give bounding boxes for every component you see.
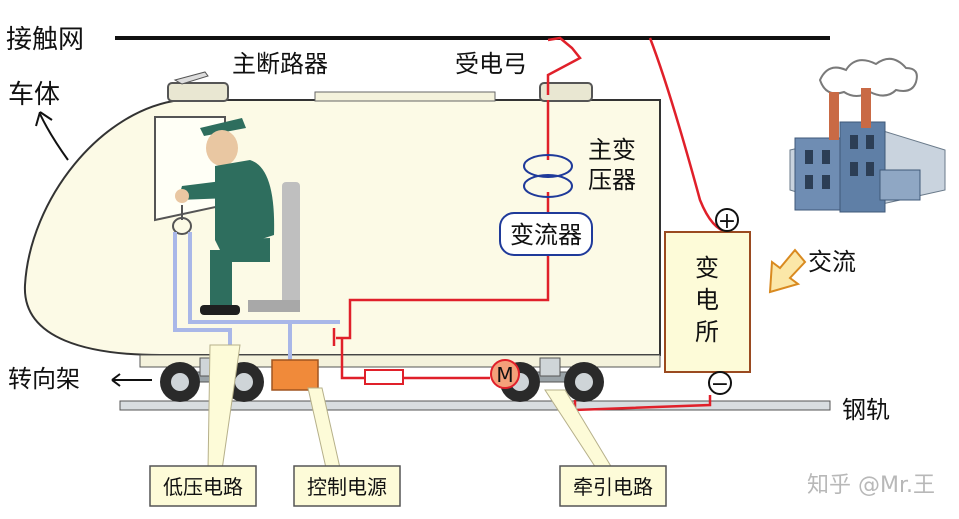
factory-icon (789, 57, 946, 213)
control-power-callout (293, 465, 401, 507)
traction-circuit-label: 牵引电路 (573, 475, 653, 499)
main-breaker (167, 82, 229, 102)
main-transformer-label-1: 主变 (588, 136, 636, 164)
traction-circuit-callout (559, 465, 667, 507)
bogie-label: 转向架 (8, 365, 80, 393)
substation-label-3: 所 (695, 318, 719, 346)
low-voltage-label: 低压电路 (163, 475, 243, 499)
converter-box (499, 212, 593, 256)
pantograph-base (539, 82, 593, 102)
main-transformer-coil-top (523, 154, 573, 178)
substation-box (664, 231, 751, 373)
converter-label: 变流器 (510, 221, 582, 249)
control-power-unit (271, 359, 319, 391)
return-wire (573, 395, 712, 412)
substation-label-1: 变 (695, 254, 719, 282)
svg-text:+: + (718, 209, 736, 234)
svg-text:−: − (711, 372, 729, 397)
rail-label: 钢轨 (842, 396, 890, 424)
roof-hatch (314, 91, 496, 102)
catenary-label: 接触网 (6, 25, 84, 55)
main-breaker-label: 主断路器 (232, 50, 328, 78)
plus-terminal (715, 208, 739, 232)
ac-label: 交流 (808, 248, 856, 276)
substation-label-2: 电 (695, 286, 719, 314)
driver-figure (172, 118, 300, 315)
low-voltage-callout (149, 465, 257, 507)
control-power-label: 控制电源 (307, 475, 387, 499)
ac-arrow (768, 248, 807, 294)
underframe (139, 354, 661, 368)
motor-label: M (496, 363, 513, 387)
watermark: 知乎 @Mr.王 (807, 473, 935, 498)
car-body-arrow (39, 113, 69, 161)
main-transformer-label-2: 压器 (588, 166, 636, 194)
smoke-cloud-icon (818, 57, 918, 97)
rail (119, 400, 831, 411)
feeder-wire (648, 37, 729, 234)
main-transformer-coil-bottom (523, 174, 573, 198)
motor-icon (490, 359, 520, 389)
minus-terminal (708, 371, 732, 395)
resistor (364, 369, 404, 385)
pantograph-label: 受电弓 (455, 50, 527, 78)
pantograph-wire (546, 36, 582, 95)
car-body-label: 车体 (8, 80, 60, 110)
